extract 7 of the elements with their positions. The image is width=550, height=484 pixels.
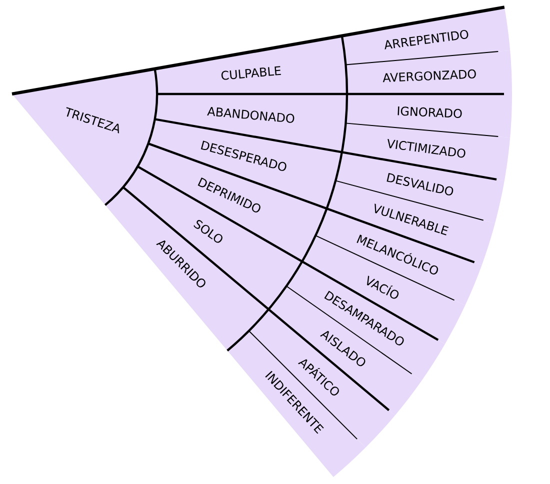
wedge-sector: AVERGONZADO [346,50,512,94]
wedge-sector: IGNORADO [346,94,512,138]
node-label: IGNORADO [398,106,462,118]
node-label: AVERGONZADO [382,69,476,82]
wedge-sector: CULPABLE [154,36,347,94]
wedge-sector: ARREPENTIDO [342,7,510,65]
node-label: ARREPENTIDO [384,30,468,50]
